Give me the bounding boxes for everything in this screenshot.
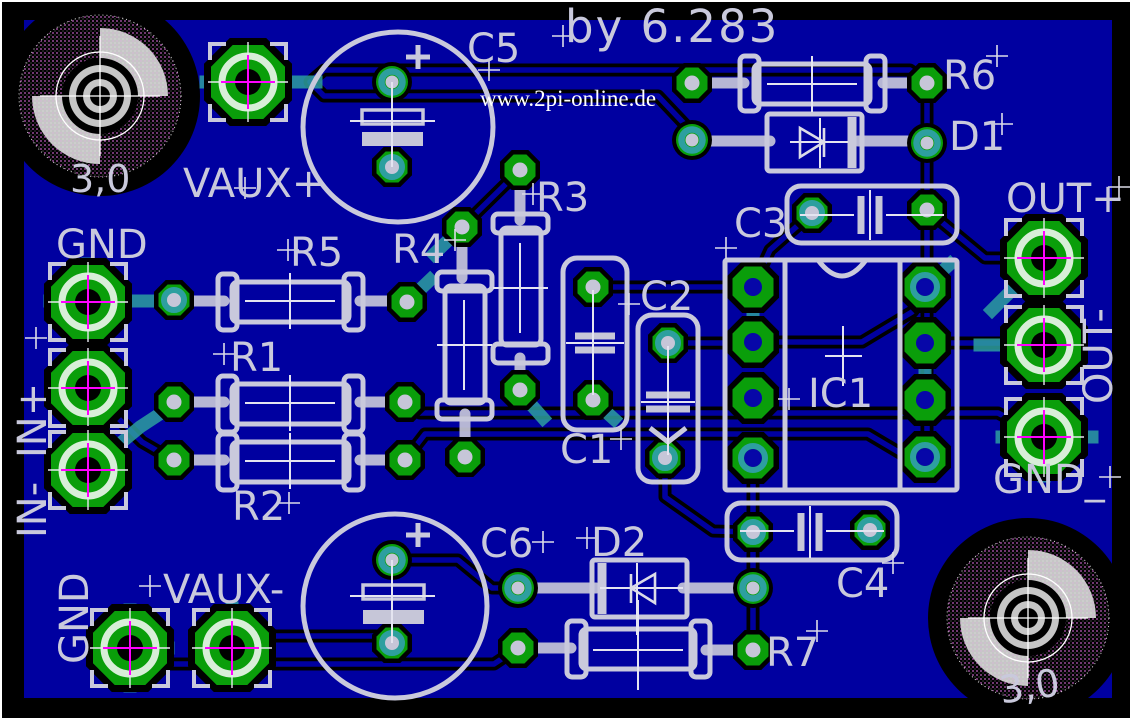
label-c1: C1	[560, 427, 613, 473]
label-in-minus: IN-	[10, 482, 56, 538]
label-gnd-bottom-left: GND	[52, 572, 98, 664]
mounting-hole-top-left	[18, 14, 182, 178]
label-gnd-top-left: GND	[56, 222, 148, 268]
label-r3: R3	[536, 175, 589, 221]
label-in-plus: IN+	[10, 383, 56, 458]
c1-body	[560, 255, 630, 433]
polarity-plus-marks	[406, 45, 430, 547]
label-c3: C3	[734, 201, 787, 247]
d1-diode-symbol	[798, 125, 827, 160]
pad-vaux-minus	[188, 604, 276, 692]
diode-symbols	[628, 125, 827, 606]
label-r4: R4	[392, 227, 445, 273]
label-c4: C4	[836, 561, 889, 607]
pad-gnd-bottom-left	[86, 604, 174, 692]
label-vaux-minus: VAUX-	[163, 567, 284, 613]
component-leads	[168, 77, 933, 656]
label-d1: D1	[949, 114, 1005, 160]
label-ic1: IC1	[808, 371, 873, 417]
label-vaux-plus: VAUX+	[183, 161, 325, 207]
label-c2: C2	[640, 274, 693, 320]
silkscreen-thin-lines	[245, 56, 944, 690]
label-r2: R2	[232, 484, 285, 530]
label-r1: R1	[230, 335, 283, 381]
pad-vaux-plus	[204, 38, 292, 126]
label-gnd-right: GND_	[993, 457, 1106, 503]
d1-body	[764, 111, 865, 174]
label-c6: C6	[480, 521, 533, 567]
c5-body	[300, 29, 496, 225]
c2-body	[635, 312, 701, 485]
label-d2: D2	[591, 520, 647, 566]
label-c5: C5	[467, 26, 520, 72]
label-r6: R6	[943, 53, 996, 99]
c4-body	[724, 500, 900, 563]
d2-body	[589, 557, 690, 620]
label-out-plus: OUT+	[1006, 176, 1125, 222]
watermark-url: www.2pi-online.de	[480, 86, 656, 111]
d2-diode-symbol	[628, 571, 657, 606]
label-hole-drill-bottom-right: 3,0	[996, 660, 1062, 712]
pad-out-plus	[1000, 214, 1088, 302]
label-r5: R5	[290, 230, 343, 276]
label-out-minus: OUT-	[1076, 308, 1122, 404]
pad-in-plus	[44, 344, 132, 432]
pad-out-minus	[1000, 301, 1088, 389]
pad-gnd-left	[44, 258, 132, 346]
c3-body	[784, 183, 960, 246]
ic1-notch	[816, 258, 868, 279]
label-r7: R7	[766, 630, 819, 676]
label-hole-drill-top-left: 3,0	[70, 157, 130, 201]
pad-in-minus	[44, 426, 132, 514]
ic1-body	[722, 257, 960, 493]
c6-body	[300, 511, 490, 701]
board-title: by 6.283	[565, 0, 779, 53]
